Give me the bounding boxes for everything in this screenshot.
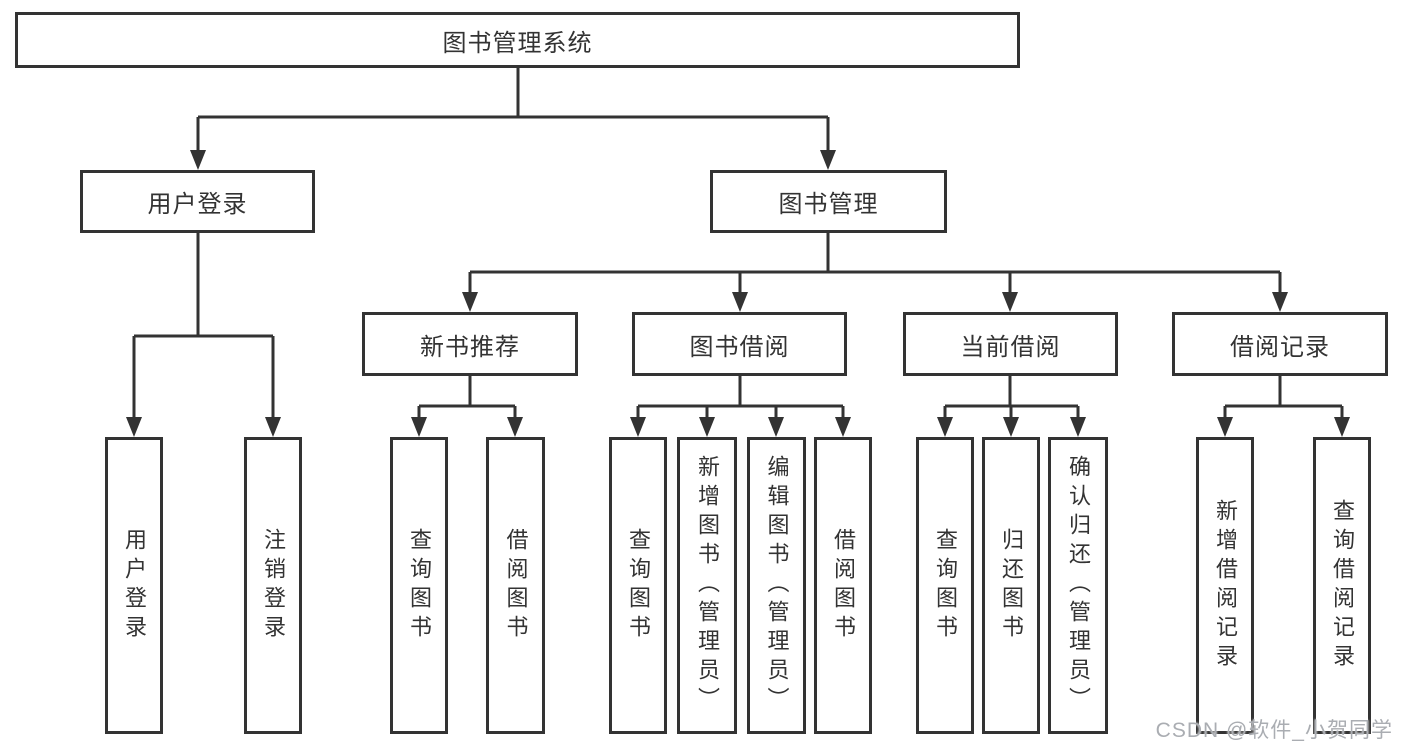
node-leaf-borrow-book-1: 借阅图书 xyxy=(486,437,545,734)
node-leaf-add-book: 新增图书（管理员） xyxy=(677,437,737,734)
node-leaf-confirm-return: 确认归还（管理员） xyxy=(1048,437,1108,734)
node-leaf-user-login-label: 用户登录 xyxy=(122,527,147,644)
node-leaf-edit-book-label: 编辑图书（管理员） xyxy=(764,455,790,716)
node-leaf-borrow-book-1-label: 借阅图书 xyxy=(503,527,529,644)
node-leaf-user-login: 用户登录 xyxy=(105,437,163,734)
node-book-mgmt-group-label: 图书管理 xyxy=(778,191,879,218)
node-new-book-rec-label: 新书推荐 xyxy=(420,333,520,361)
node-leaf-query-record: 查询借阅记录 xyxy=(1313,437,1371,734)
node-leaf-add-record-label: 新增借阅记录 xyxy=(1213,498,1238,673)
node-leaf-query-book-1: 查询图书 xyxy=(390,437,448,734)
node-borrow-record-label: 借阅记录 xyxy=(1230,333,1330,361)
node-current-borrow: 当前借阅 xyxy=(903,312,1118,376)
node-leaf-edit-book: 编辑图书（管理员） xyxy=(747,437,806,734)
node-leaf-query-record-label: 查询借阅记录 xyxy=(1330,498,1355,673)
node-leaf-query-book-2-label: 查询图书 xyxy=(626,527,651,644)
node-book-borrow: 图书借阅 xyxy=(632,312,847,376)
node-borrow-record: 借阅记录 xyxy=(1172,312,1388,376)
node-book-mgmt-group: 图书管理 xyxy=(710,170,947,233)
node-leaf-add-book-label: 新增图书（管理员） xyxy=(695,455,720,716)
node-leaf-query-book-3-label: 查询图书 xyxy=(933,527,958,644)
node-root-label: 图书管理系统 xyxy=(442,29,593,57)
node-new-book-rec: 新书推荐 xyxy=(362,312,578,376)
node-leaf-borrow-book-2: 借阅图书 xyxy=(814,437,872,734)
node-leaf-return-book-label: 归还图书 xyxy=(999,527,1024,644)
node-leaf-query-book-3: 查询图书 xyxy=(916,437,974,734)
node-leaf-return-book: 归还图书 xyxy=(982,437,1040,734)
node-root: 图书管理系统 xyxy=(15,12,1020,68)
node-leaf-logout: 注销登录 xyxy=(244,437,302,734)
node-leaf-logout-label: 注销登录 xyxy=(261,527,286,644)
node-leaf-query-book-1-label: 查询图书 xyxy=(407,527,432,644)
node-user-login-group: 用户登录 xyxy=(80,170,315,233)
node-leaf-query-book-2: 查询图书 xyxy=(609,437,667,734)
node-leaf-confirm-return-label: 确认归还（管理员） xyxy=(1066,455,1091,716)
node-leaf-borrow-book-2-label: 借阅图书 xyxy=(831,527,856,644)
node-book-borrow-label: 图书借阅 xyxy=(689,333,790,361)
node-leaf-add-record: 新增借阅记录 xyxy=(1196,437,1254,734)
node-current-borrow-label: 当前借阅 xyxy=(960,333,1061,361)
node-user-login-group-label: 用户登录 xyxy=(147,191,248,218)
watermark-text: CSDN @软件_小贺同学 xyxy=(1155,719,1393,742)
